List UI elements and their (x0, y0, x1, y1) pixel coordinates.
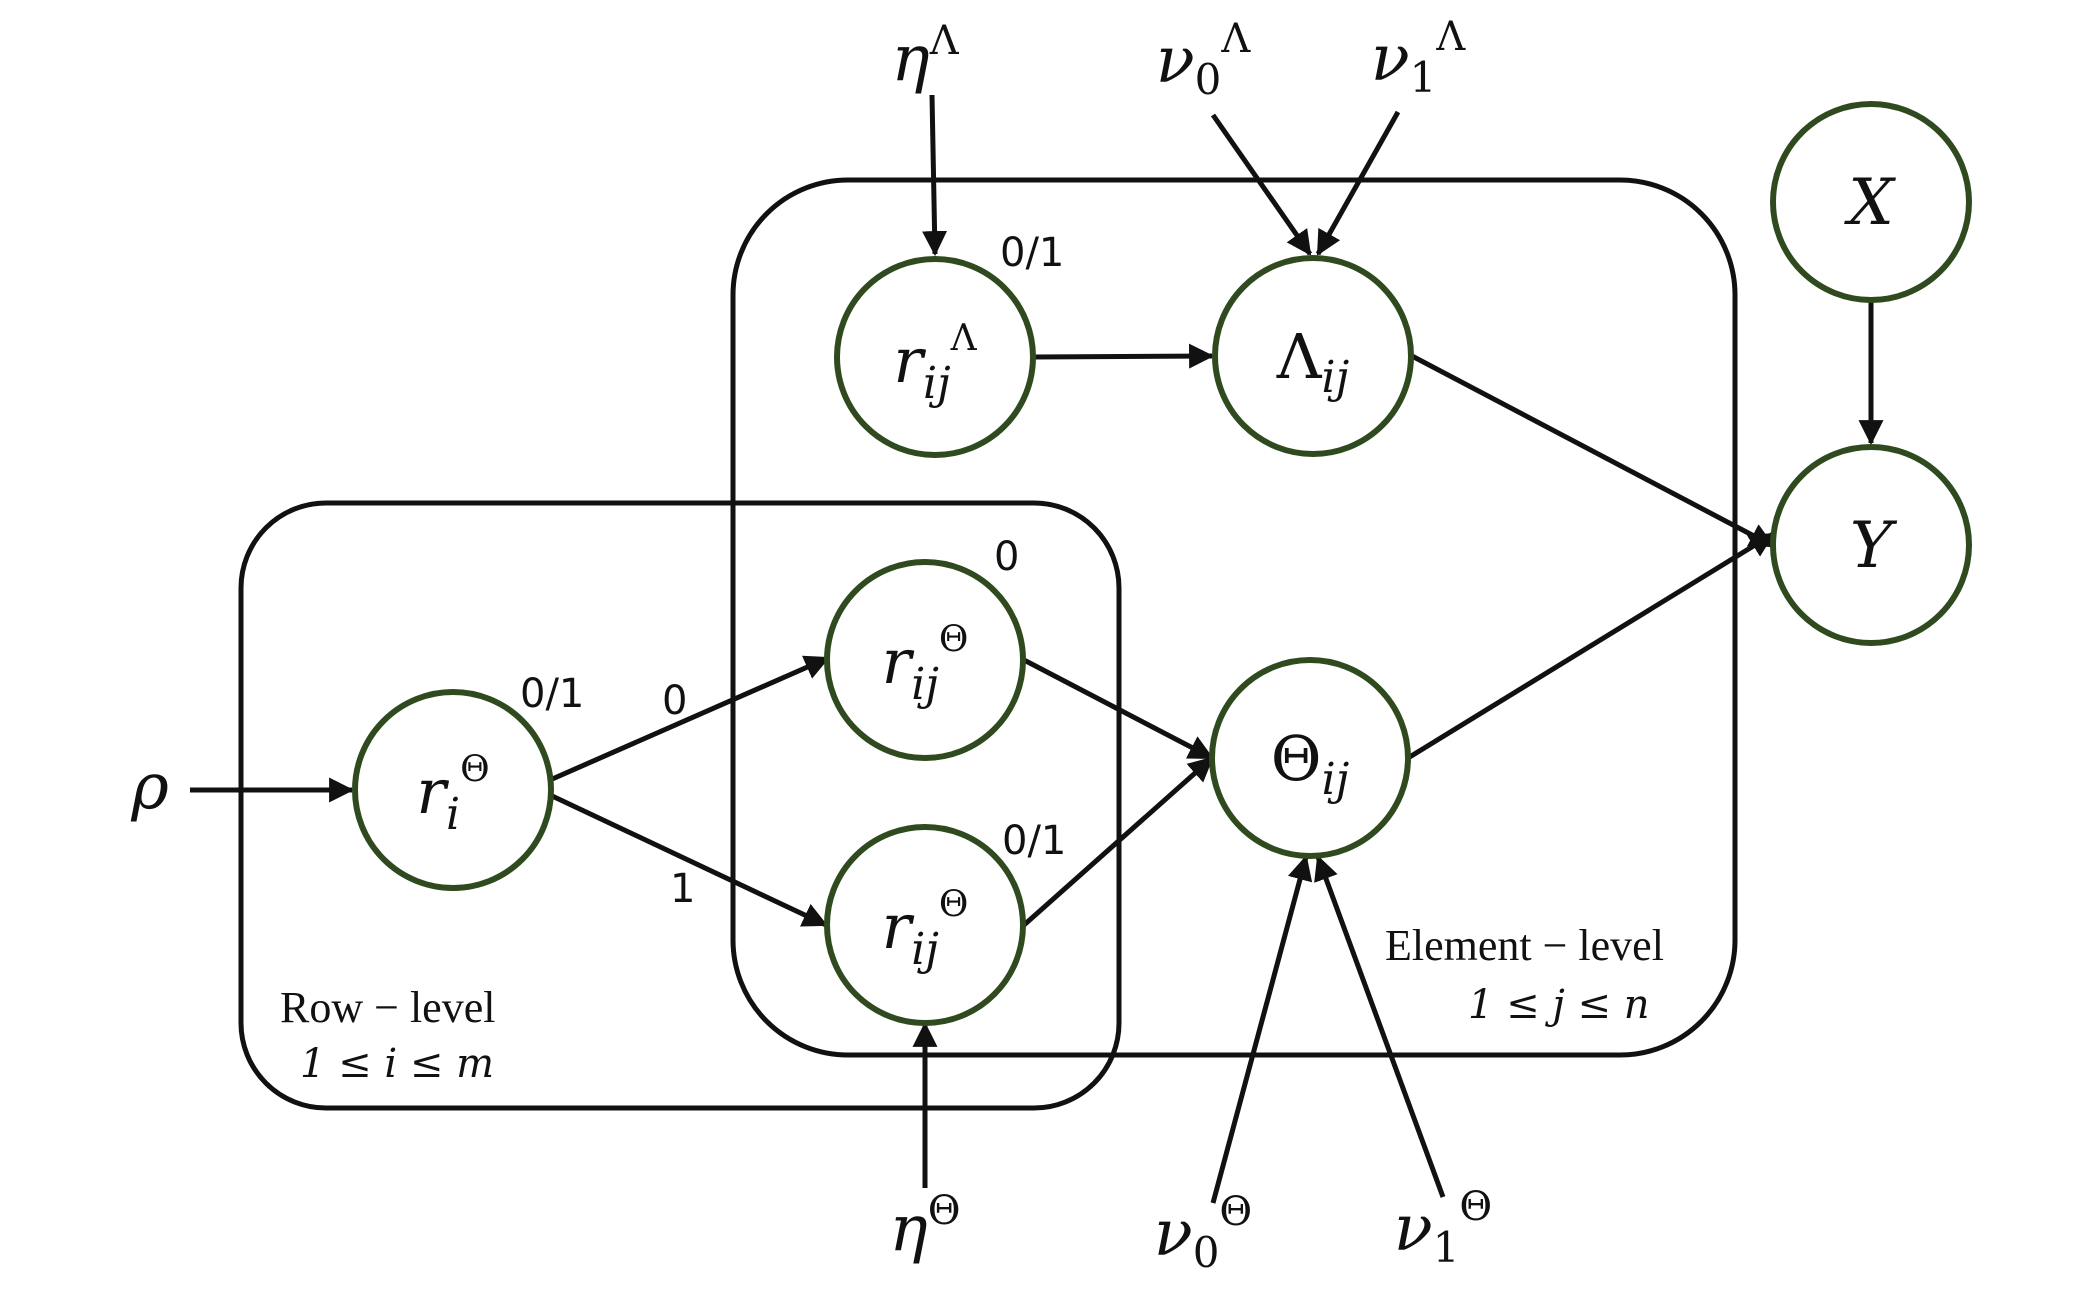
edge-r-ij-lambda-to-lambda-ij (1033, 343, 1215, 369)
node-superscript: Θ (939, 884, 969, 925)
node-subscript: ij (911, 924, 939, 975)
hyper-superscript: Λ (1435, 14, 1466, 60)
row-level-plate (238, 500, 1122, 1111)
hyper-subscript: 1 (1433, 1223, 1460, 1272)
element-plate-title: Element − level (1385, 921, 1664, 970)
node-circle (1212, 255, 1414, 457)
node-base: Λ (1276, 320, 1323, 393)
node-base: r (882, 890, 915, 963)
node-circle (824, 824, 1026, 1026)
hyper-subscript: 0 (1195, 55, 1222, 104)
edge-nu1-theta-to-theta-ij (1314, 855, 1446, 1198)
node-subscript: ij (911, 659, 939, 710)
node-superscript: Θ (460, 749, 490, 790)
node-base: Θ (1271, 722, 1322, 795)
node-r-ij-theta-top: rijΘ (824, 559, 1026, 761)
hyper-base: ν (1371, 22, 1410, 96)
element-plate-range: 1 ≤ j ≤ n (1468, 982, 1650, 1028)
value-label-r-ij-theta-bottom: 0/1 (1002, 818, 1066, 864)
node-x: X (1770, 101, 1972, 303)
hyper-nu0-lambda: ν0Λ (1156, 16, 1252, 104)
hyper-nu0-theta: ν0Θ (1154, 1189, 1252, 1277)
node-circle (824, 559, 1026, 761)
edge-r-ij-theta-top-to-theta-ij (1022, 657, 1214, 761)
node-theta-ij: Θij (1209, 657, 1411, 859)
hyper-eta-lambda: ηΛ (891, 18, 959, 96)
hyper-superscript: Λ (1220, 16, 1251, 62)
node-r-i-theta: riΘ (352, 689, 554, 891)
node-r-ij-lambda: rijΛ (834, 256, 1036, 458)
node-subscript: ij (1322, 352, 1350, 403)
svg-text:Λij: Λij (1276, 320, 1350, 403)
hyper-base: ν (1394, 1192, 1433, 1266)
hyper-nu1-theta: ν1Θ (1394, 1184, 1492, 1272)
node-circle (1770, 101, 1972, 303)
node-base: r (882, 625, 915, 698)
svg-text:rijΛ: rijΛ (893, 318, 977, 409)
hyper-superscript: Θ (928, 1188, 961, 1234)
svg-text:riΘ: riΘ (416, 749, 489, 840)
value-label-r-ij-lambda: 0/1 (1000, 230, 1064, 276)
node-label: Y (1850, 509, 1898, 583)
node-subscript: ij (923, 358, 951, 409)
row-plate-title: Row − level (280, 983, 495, 1032)
node-circle (834, 256, 1036, 458)
node-subscript: ij (1322, 754, 1350, 805)
edge-r-ij-theta-bottom-to-theta-ij (1022, 756, 1214, 927)
hyper-base: ν (1154, 1197, 1193, 1271)
node-circle (352, 689, 554, 891)
hyper-base: η (889, 1192, 927, 1266)
hyper-superscript: Θ (1459, 1184, 1492, 1230)
edge-r-i-theta-to-r-ij-theta-bottom (548, 792, 828, 928)
hyper-base: η (891, 22, 929, 96)
edge-lambda-ij-to-y (1410, 353, 1775, 549)
edges (190, 94, 1884, 1204)
hyper-rho: ρ (130, 750, 169, 824)
element-level-plate (730, 177, 1738, 1058)
hyper-superscript: Θ (1219, 1189, 1252, 1235)
svg-text:rijΘ: rijΘ (882, 619, 969, 710)
hyper-nu1-lambda: ν1Λ (1371, 14, 1467, 102)
edge-nu1-lambda-to-lambda-ij (1315, 110, 1401, 256)
hyper-eta-theta: ηΘ (889, 1188, 960, 1266)
node-subscript: i (446, 789, 460, 840)
value-label-r-i-theta: 0/1 (520, 671, 584, 717)
hyper-superscript: Λ (929, 18, 960, 64)
edge-eta-lambda-to-r-ij-lambda (922, 94, 948, 257)
svg-text:rijΘ: rijΘ (882, 884, 969, 975)
edge-nu0-lambda-to-lambda-ij (1210, 113, 1313, 256)
hyper-subscript: 1 (1410, 53, 1437, 102)
node-superscript: Θ (939, 619, 969, 660)
edge-theta-ij-to-y (1406, 531, 1775, 761)
edge-nu0-theta-to-theta-ij (1210, 854, 1313, 1204)
node-base: r (416, 755, 449, 828)
hyper-subscript: 0 (1193, 1228, 1220, 1277)
value-label-r-ij-theta-top: 0 (994, 534, 1019, 580)
edge-r-i-theta-to-r-ij-theta-top (548, 655, 830, 783)
node-label: X (1843, 166, 1896, 240)
node-lambda-ij: Λij (1212, 255, 1414, 457)
node-r-ij-theta-bottom: rijΘ (824, 824, 1026, 1026)
hyper-base: ν (1156, 24, 1195, 98)
node-circle (1770, 444, 1972, 646)
node-base: r (893, 324, 926, 397)
value-label-edge-to-top: 0 (662, 678, 687, 724)
node-superscript: Λ (950, 318, 978, 359)
node-circle (1209, 657, 1411, 859)
svg-text:Θij: Θij (1271, 722, 1350, 805)
row-plate-range: 1 ≤ i ≤ m (300, 1041, 494, 1087)
value-label-edge-to-bottom: 1 (670, 866, 695, 912)
node-y: Y (1770, 444, 1972, 646)
